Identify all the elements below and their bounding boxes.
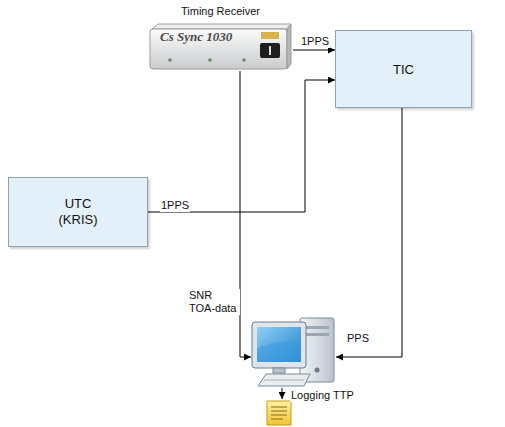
- box-title: TIC: [393, 62, 414, 77]
- computer-icon: [252, 318, 334, 386]
- edge-label: 1PPS: [300, 35, 330, 48]
- signal-arrow: [148, 80, 335, 212]
- document-icon: [267, 401, 291, 425]
- process-box: UTC (KRIS): [8, 177, 148, 247]
- log-arrow: [282, 388, 283, 399]
- signal-wire: [240, 71, 251, 357]
- edge-label: 1PPS: [160, 199, 190, 212]
- timing-receiver: Timing Receiver Cs Sync 1030: [148, 3, 293, 71]
- process-box: TIC: [335, 30, 472, 108]
- device-title: Timing Receiver: [148, 5, 293, 18]
- signal-arrow: [293, 50, 335, 51]
- box-title: UTC (KRIS): [59, 196, 98, 228]
- output-label: Logging TTP: [290, 389, 355, 402]
- signal-label: SNR TOA-data: [188, 289, 240, 315]
- device-model: Cs Sync 1030: [160, 29, 232, 45]
- signal-label: PPS: [346, 332, 370, 345]
- signal-wire: [336, 108, 402, 357]
